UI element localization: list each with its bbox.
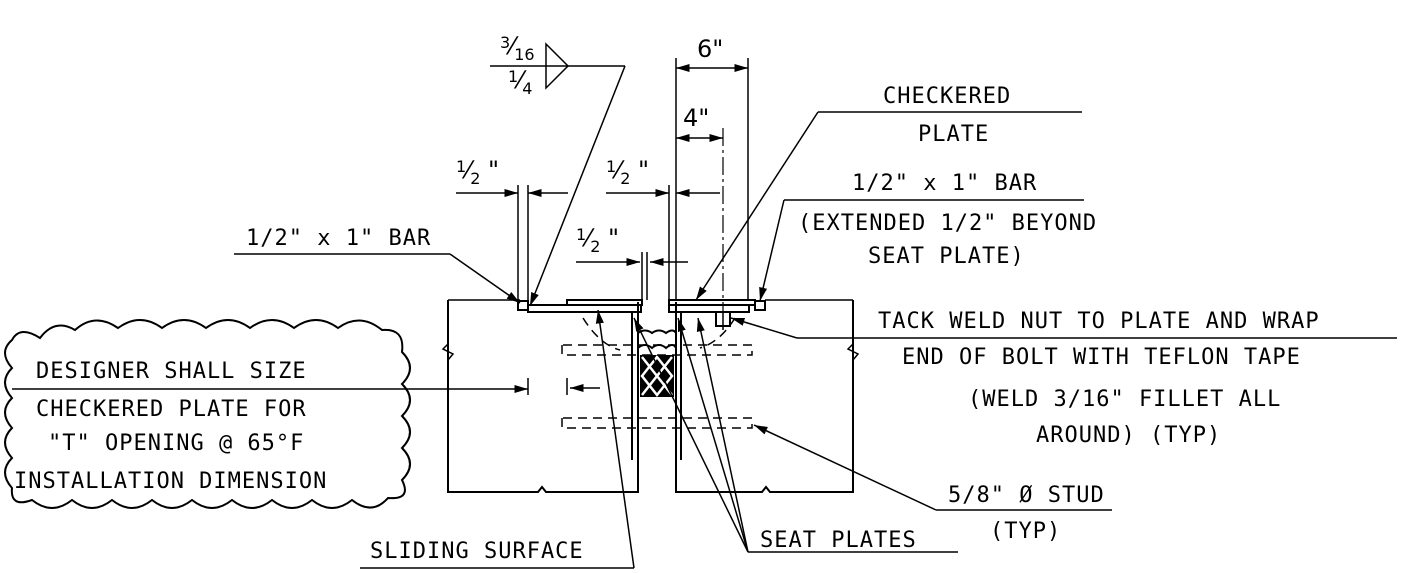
dim-6in-text: 6": [697, 35, 723, 63]
dim-half-mid-text: 1⁄2 ": [606, 156, 649, 188]
deck-right: [675, 299, 860, 493]
dim-6in: [675, 58, 749, 300]
label-checkered-line2: PLATE: [918, 122, 989, 147]
dim-half-mid: [606, 185, 720, 300]
leader-bar-right: [759, 199, 1084, 302]
weld-bottom-size: 1⁄4: [508, 66, 532, 98]
deck-left: [441, 299, 639, 493]
weld-symbol: [490, 42, 626, 307]
label-stud-line2: (TYP): [990, 519, 1061, 544]
label-tack-weld-line1: TACK WELD NUT TO PLATE AND WRAP: [878, 309, 1320, 334]
leader-stud: [753, 424, 1112, 511]
label-tack-weld-line4: AROUND) (TYP): [1036, 423, 1221, 448]
leader-tack-weld: [730, 317, 1397, 339]
cloud-note-line4: INSTALLATION DIMENSION: [14, 469, 327, 494]
dim-half-left: [456, 185, 568, 300]
label-bar-left: 1/2" x 1" BAR: [246, 226, 431, 251]
cloud-note-line1: DESIGNER SHALL SIZE: [36, 359, 307, 384]
cloud-note-line2: CHECKERED PLATE FOR: [36, 397, 307, 422]
dim-opening: [527, 378, 600, 395]
label-tack-weld-line2: END OF BOLT WITH TEFLON TAPE: [902, 345, 1301, 370]
leader-bar-left: [234, 253, 521, 304]
dim-half-center: [576, 252, 688, 300]
label-bar-right-line1: 1/2" x 1" BAR: [852, 171, 1037, 196]
plates: [517, 299, 766, 460]
label-seat-plates: SEAT PLATES: [760, 528, 917, 553]
dim-4in-text: 4": [683, 104, 709, 132]
label-tack-weld-line3: (WELD 3/16" FILLET ALL: [968, 387, 1281, 412]
label-sliding-surface: SLIDING SURFACE: [370, 539, 584, 564]
revision-cloud: [4, 319, 528, 509]
label-bar-right-line2: (EXTENDED 1/2" BEYOND: [798, 211, 1097, 236]
leader-seat-plates: [633, 317, 958, 553]
dim-half-center-text: 1⁄2 ": [576, 224, 619, 256]
leader-checkered-plate: [695, 111, 1082, 301]
cloud-note-line3: "T" OPENING @ 65°F: [48, 431, 304, 456]
label-bar-right-line3: SEAT PLATE): [868, 244, 1025, 269]
dim-half-left-text: 1⁄2 ": [456, 156, 499, 188]
weld-top-size: 3⁄16: [500, 32, 535, 64]
leader-sliding-surface: [360, 309, 635, 569]
label-checkered-line1: CHECKERED: [883, 84, 1011, 109]
label-stud-line1: 5/8" Ø STUD: [948, 483, 1105, 508]
